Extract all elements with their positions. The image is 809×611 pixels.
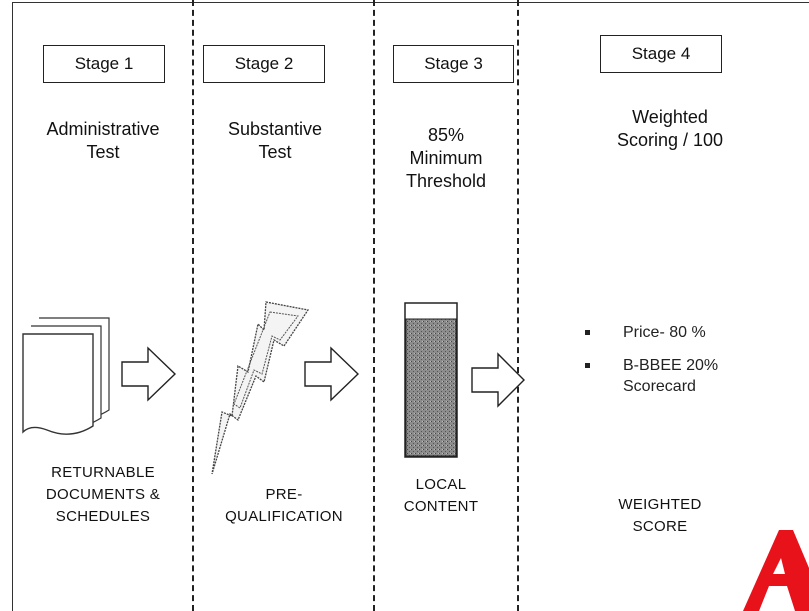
stage-4-heading: Weighted Scoring / 100 xyxy=(570,106,770,152)
watermark-a-icon xyxy=(743,530,809,611)
stage-3-box: Stage 3 xyxy=(393,45,514,83)
arrow-right-icon xyxy=(121,346,177,402)
bullet-icon xyxy=(585,330,590,335)
stage-2-box: Stage 2 xyxy=(203,45,325,83)
stage-4-heading-text: Weighted Scoring / 100 xyxy=(616,107,724,150)
stage-1-heading: Administrative Test xyxy=(14,118,192,164)
stage-2-label: Stage 2 xyxy=(234,54,294,73)
frame-left-border xyxy=(12,2,13,611)
scoring-criteria-list: Price- 80 % B-BBEE 20% Scorecard xyxy=(583,322,783,409)
stage-2-caption-text: PRE- QUALIFICATION xyxy=(225,486,343,525)
lightning-bolt-icon xyxy=(211,301,310,475)
list-item: B-BBEE 20% Scorecard xyxy=(583,355,783,397)
arrow-right-icon xyxy=(471,352,525,408)
stage-1-box: Stage 1 xyxy=(43,45,165,83)
stage-divider-1 xyxy=(192,0,194,611)
stage-3-caption-text: LOCAL CONTENT xyxy=(403,476,479,515)
stage-3-label: Stage 3 xyxy=(424,54,483,73)
list-item: Price- 80 % xyxy=(583,322,783,343)
stage-1-heading-text: Administrative Test xyxy=(46,119,160,162)
stage-4-caption: WEIGHTED SCORE xyxy=(590,494,730,538)
stage-4-caption-text: WEIGHTED SCORE xyxy=(618,496,702,535)
criterion-bbbee: B-BBEE 20% Scorecard xyxy=(623,357,719,395)
bullet-icon xyxy=(585,363,590,368)
stage-2-heading: Substantive Test xyxy=(195,118,355,164)
arrow-right-icon xyxy=(304,346,360,402)
stage-3-heading-text: 85% Minimum Threshold xyxy=(405,125,487,191)
stage-1-label: Stage 1 xyxy=(74,54,134,73)
stage-4-label: Stage 4 xyxy=(631,44,691,63)
stage-4-box: Stage 4 xyxy=(600,35,722,73)
criterion-price: Price- 80 % xyxy=(623,324,706,341)
stage-2-caption: PRE- QUALIFICATION xyxy=(195,484,373,528)
stage-1-caption-text: RETURNABLE DOCUMENTS & SCHEDULES xyxy=(45,464,161,525)
stage-3-caption: LOCAL CONTENT xyxy=(377,474,505,518)
filled-bar-icon xyxy=(404,302,458,458)
stage-1-caption: RETURNABLE DOCUMENTS & SCHEDULES xyxy=(14,462,192,528)
stage-2-heading-text: Substantive Test xyxy=(227,119,323,162)
stage-3-heading: 85% Minimum Threshold xyxy=(377,124,515,193)
stage-divider-2 xyxy=(373,0,375,611)
stage-divider-3 xyxy=(517,0,519,611)
frame-top-border xyxy=(12,2,809,3)
documents-stack-icon xyxy=(22,317,110,435)
